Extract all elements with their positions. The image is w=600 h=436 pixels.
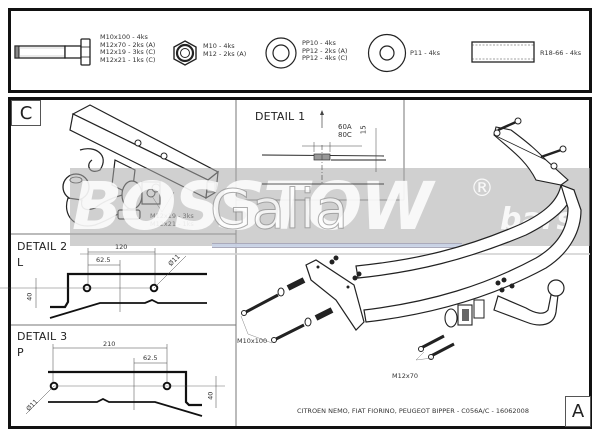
nut-icon bbox=[173, 40, 197, 66]
watermark-underline-long bbox=[80, 253, 590, 255]
detail-2-title: DETAIL 2 bbox=[17, 240, 68, 253]
detail-1-drawing bbox=[261, 110, 386, 185]
detail-3-dim-offset: 62.5 bbox=[143, 354, 158, 362]
washer-spec-list: PP10 - 4ks PP12 - 2ks (A) PP12 - 4ks (C) bbox=[302, 39, 348, 63]
detail-3-drawing bbox=[25, 344, 225, 417]
panel-c-label: C bbox=[11, 100, 41, 126]
washer-spec: PP12 - 2ks (A) bbox=[302, 46, 348, 55]
spacer-tube-spec: R18-66 - 4ks bbox=[540, 49, 582, 57]
bolt-spec: M12x70 - 2ks (A) bbox=[100, 40, 156, 49]
bolt-spec: M10x100 - 4ks bbox=[100, 33, 148, 41]
detail-2-side: L bbox=[17, 256, 24, 269]
bolt-icon bbox=[14, 38, 91, 66]
parts-header-frame bbox=[8, 8, 592, 93]
watermark-brand: BOSSTOW bbox=[72, 168, 433, 245]
bolt-spec-list: M10x100 - 4ks M12x70 - 2ks (A) M12x19 - … bbox=[100, 33, 156, 64]
detail-2-dim-offset: 62.5 bbox=[96, 256, 111, 264]
detail-2-dim-height: 40 bbox=[25, 292, 34, 301]
bolt-spec: M12x21 - 1ks (C) bbox=[100, 55, 156, 64]
detail-3-dim-height: 40 bbox=[206, 391, 215, 400]
washer-icon bbox=[265, 37, 297, 69]
watermark-overlay: Galia bbox=[209, 178, 349, 242]
panel-a-label: A bbox=[565, 396, 591, 427]
large-washer-spec: P11 - 4ks bbox=[410, 49, 440, 57]
drawing-frame bbox=[8, 97, 592, 429]
watermark-underline bbox=[212, 243, 462, 248]
detail-2-drawing bbox=[0, 248, 207, 319]
washer-spec: PP12 - 4ks (C) bbox=[302, 54, 348, 62]
nut-spec: M12 - 2ks (A) bbox=[203, 49, 247, 58]
large-washer-icon bbox=[367, 33, 407, 73]
detail-3-dim-total: 210 bbox=[103, 340, 116, 348]
detail-1-dim-80c: 80C bbox=[338, 130, 352, 139]
detail-1-dim-60a: 60A bbox=[338, 123, 352, 131]
nut-spec: M10 - 4ks bbox=[203, 42, 235, 50]
detail-2-dim-total: 120 bbox=[115, 243, 128, 251]
title-block-text: CITROEN NEMO, FIAT FIORINO, PEUGEOT BIPP… bbox=[297, 407, 529, 415]
spacer-tube-icon bbox=[471, 41, 535, 63]
detail-1-title: DETAIL 1 bbox=[255, 110, 306, 123]
towbar-exploded-drawing bbox=[240, 117, 582, 361]
detail-3-title: DETAIL 3 bbox=[17, 330, 68, 343]
detail-1-dim-labels: 60A 80C bbox=[338, 123, 352, 139]
washer-spec: PP10 - 4ks bbox=[302, 39, 336, 47]
watermark-registered: ® bbox=[470, 174, 494, 202]
bolt-spec: M12x19 - 3ks (C) bbox=[100, 48, 156, 56]
main-callout-m10x100: M10x100 bbox=[237, 337, 268, 345]
detail-3-side: P bbox=[17, 346, 24, 359]
nut-spec-list: M10 - 4ks M12 - 2ks (A) bbox=[203, 42, 247, 58]
main-callout-m12x70: M12x70 bbox=[392, 372, 418, 380]
